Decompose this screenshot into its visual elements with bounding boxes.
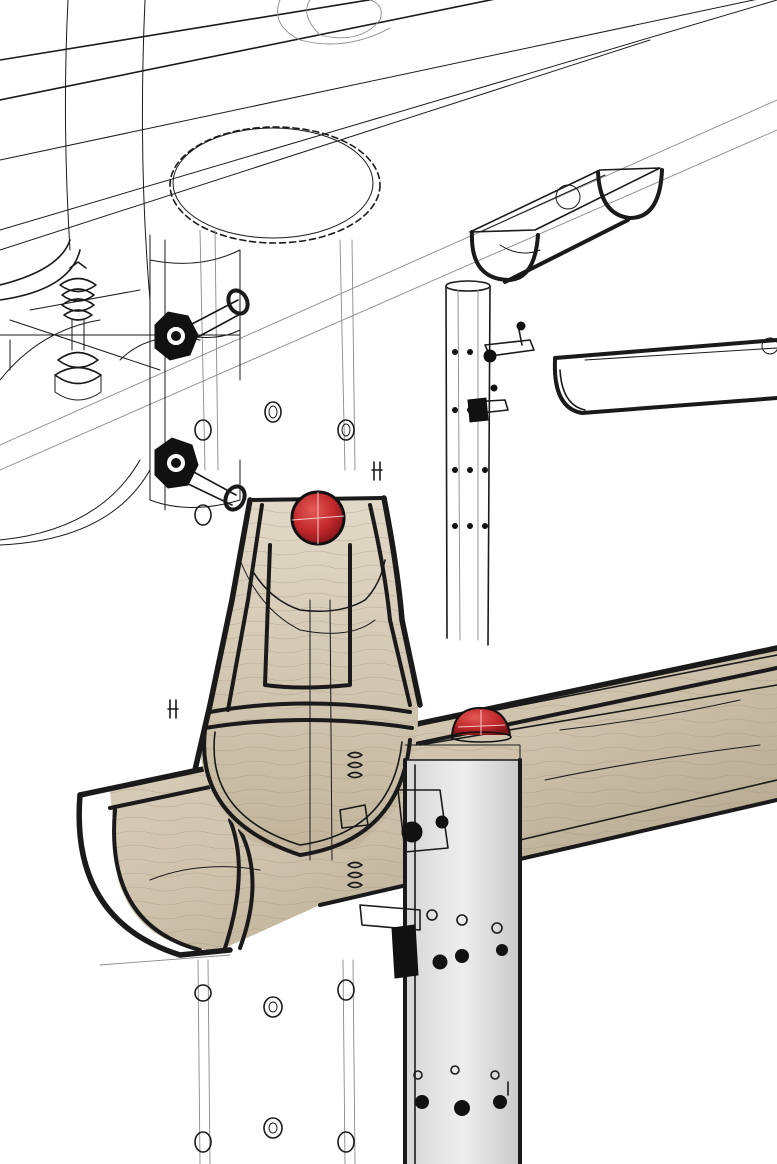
washers-lower [194, 959, 356, 1164]
spring-fastener [0, 261, 241, 401]
wing-bolt-upper [154, 288, 250, 361]
washers-upper [167, 401, 383, 719]
long-half-pipe [552, 337, 777, 415]
red-cap-post [450, 706, 512, 743]
drilled-post [445, 280, 535, 646]
dashed-ring [169, 126, 381, 471]
red-cap-top [290, 490, 346, 546]
saddle-block [192, 495, 423, 889]
upper-beam-sketch [0, 0, 777, 546]
small-half-pipe [469, 167, 664, 284]
wing-bolt-lower [154, 437, 247, 512]
steel-post [359, 744, 522, 1164]
